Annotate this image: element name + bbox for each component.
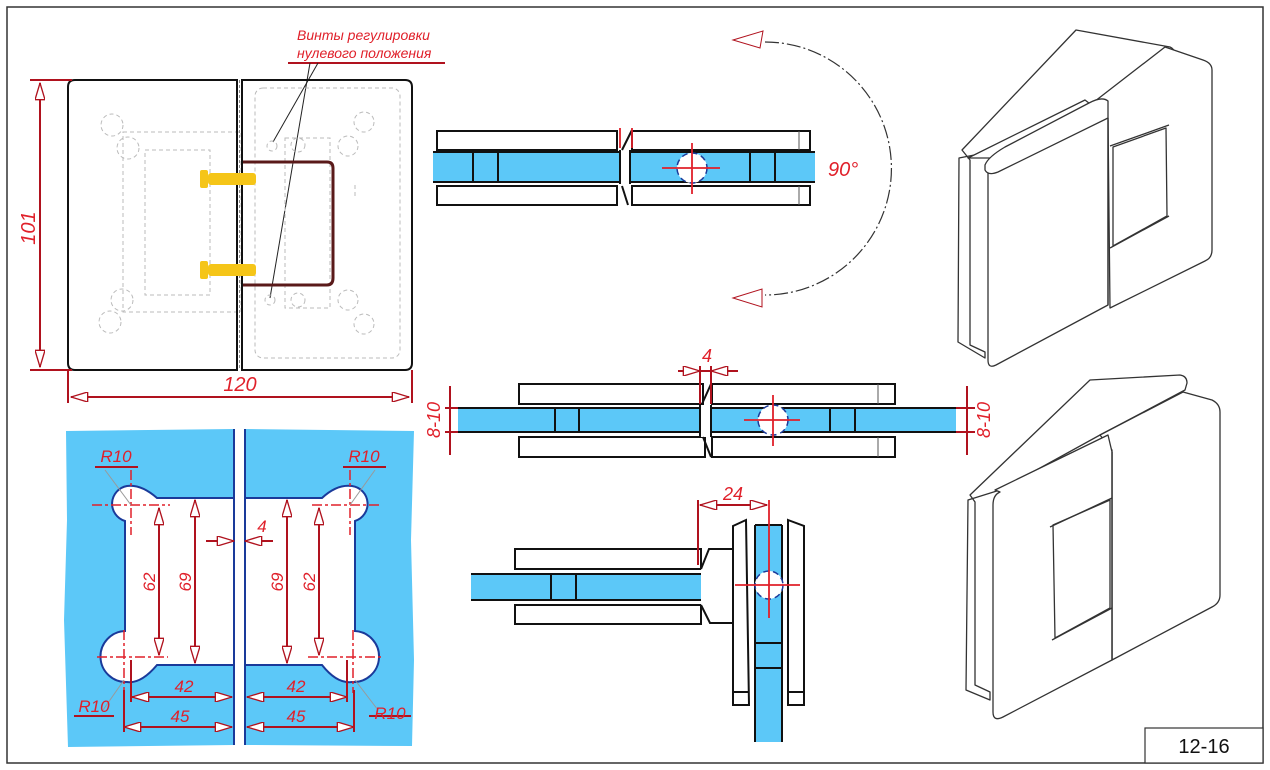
leader-line-lower — [269, 62, 311, 299]
sheet-frame — [6, 6, 1264, 764]
right-inner-width: 42 — [287, 677, 306, 696]
cutout-gap-dimension: 4 — [257, 517, 266, 536]
hidden-lines-left — [98, 113, 242, 334]
left-inner-height: 62 — [140, 572, 159, 591]
isometric-view-open — [965, 374, 1221, 720]
annotation-line-1: Винты регулировки — [297, 27, 430, 43]
right-outer-width: 45 — [287, 707, 306, 726]
adjustment-screw-lower — [200, 261, 256, 279]
section-view: 4 8-10 8-10 — [424, 346, 994, 458]
rotation-arc — [764, 41, 893, 296]
width-dimension: 120 — [223, 374, 256, 396]
cutout-right — [244, 484, 380, 684]
glass-thickness-left: 8-10 — [424, 402, 444, 438]
glass-thickness-right: 8-10 — [974, 402, 994, 438]
title-block: 12-16 — [1144, 727, 1264, 764]
left-outer-height: 69 — [176, 572, 195, 591]
cutout-left — [99, 484, 235, 684]
isometric-view-closed — [957, 29, 1213, 367]
radius-bottom-left: R10 — [78, 697, 110, 716]
hidden-lines-right — [254, 87, 401, 359]
radius-bottom-right: R10 — [374, 704, 406, 723]
hinge-left-plate — [67, 79, 238, 371]
rotation-view: 90° — [433, 30, 893, 308]
title-block-code: 12-16 — [1178, 736, 1229, 758]
left-outer-width: 45 — [171, 707, 190, 726]
height-dimension: 101 — [18, 211, 40, 244]
corner-view: 24 — [471, 484, 805, 742]
left-inner-width: 42 — [175, 677, 194, 696]
rotation-arrow-bottom — [731, 288, 763, 308]
section-gap-dimension: 4 — [702, 346, 712, 366]
rotation-angle-label: 90° — [828, 159, 858, 181]
front-view: Винты регулировки нулевого положения — [18, 27, 445, 403]
hinge-right-plate — [241, 79, 413, 371]
hinge-window — [243, 160, 335, 287]
rotation-arrow-top — [731, 30, 764, 49]
annotation-line-2: нулевого положения — [297, 45, 432, 61]
corner-offset-dimension: 24 — [722, 484, 743, 504]
right-outer-height: 69 — [268, 572, 287, 591]
right-inner-height: 62 — [300, 572, 319, 591]
radius-top-left: R10 — [100, 447, 132, 466]
radius-top-right: R10 — [348, 447, 380, 466]
adjustment-screw-upper — [200, 170, 256, 188]
leader-line-upper — [272, 62, 319, 143]
cutout-view: R10 R10 R10 R10 62 69 69 62 4 42 45 42 4… — [64, 429, 414, 747]
